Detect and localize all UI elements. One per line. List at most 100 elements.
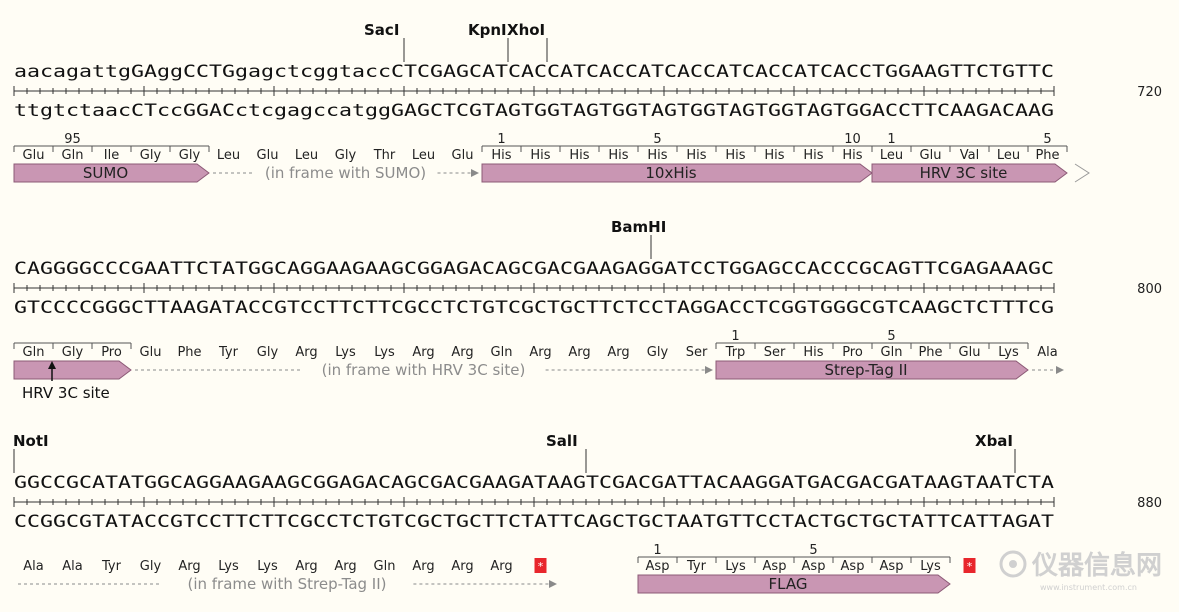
enzyme-label[interactable]: XhoI (507, 21, 545, 39)
amino-acid: Gln (62, 148, 84, 163)
amino-acid: Tyr (218, 345, 239, 360)
top-strand: GGCCGCATATGGCAGGAAGAAGCGGAGACAGCGACGAAGA… (14, 473, 1054, 493)
amino-acid: Leu (880, 148, 903, 163)
amino-acid: His (491, 148, 511, 163)
amino-acid: Arg (334, 559, 356, 574)
sequence-row: BamHI CAGGGGCCCGAATTCTATGGCAGGAAGAAGCGGAG… (13, 218, 1162, 402)
amino-acid: Gly (335, 148, 357, 163)
aa-number: 1 (653, 543, 661, 558)
amino-acid: Asp (841, 559, 865, 574)
stop-codon: * (538, 560, 544, 573)
stop-codon-icon (963, 558, 976, 573)
aa-number: 10 (844, 132, 861, 147)
amino-acid: Leu (295, 148, 318, 163)
feature-arrow[interactable]: SUMO (13, 163, 210, 183)
amino-acid: His (530, 148, 550, 163)
amino-acid: Lys (257, 559, 278, 574)
amino-acid: Asp (802, 559, 826, 574)
amino-acid: Arg (607, 345, 629, 360)
amino-acid: Val (960, 148, 979, 163)
amino-acid: Ile (104, 148, 119, 163)
feature-shape (715, 360, 1029, 380)
aa-number: 1 (887, 132, 895, 147)
amino-acid: Glu (23, 148, 45, 163)
feature-shape (481, 163, 873, 183)
position-number: 800 (1137, 282, 1162, 297)
watermark-url: www.instrument.com.cn (1040, 583, 1137, 592)
top-strand: aacagattgGAggCCTGgagctcggtaccCTCGAGCATCA… (14, 62, 1054, 82)
amino-acid: Lys (725, 559, 746, 574)
bottom-strand: GTCCCCGGGCTTAAGATACCGTCCTTCTTCGCCTCTGTCG… (14, 298, 1054, 318)
amino-acid: Leu (412, 148, 435, 163)
amino-acid: Arg (490, 559, 512, 574)
cleavage-label: HRV 3C site (22, 384, 110, 402)
amino-acid: His (764, 148, 784, 163)
enzyme-label[interactable]: XbaI (975, 432, 1013, 450)
amino-acid: Lys (218, 559, 239, 574)
watermark: 仪器信息网 www.instrument.com.cn (999, 550, 1162, 592)
amino-acid: Gly (140, 559, 162, 574)
aa-number: 5 (887, 329, 895, 344)
amino-acid: Ala (1037, 345, 1057, 360)
amino-acid: Ala (62, 559, 82, 574)
enzyme-label[interactable]: KpnI (468, 21, 507, 39)
watermark-text: 仪器信息网 (1031, 550, 1162, 581)
feature-arrow[interactable]: HRV 3C site (871, 163, 1090, 183)
sequence-row: NotI SalI XbaI GGCCGCATATGGCAGGAAGAAGCGGAGA… (13, 432, 1162, 594)
amino-acid: Tyr (686, 559, 707, 574)
amino-acid: Glu (920, 148, 942, 163)
amino-acid: His (842, 148, 862, 163)
feature-arrow[interactable]: FLAG (637, 574, 951, 594)
position-number: 720 (1137, 85, 1162, 100)
feature-shape (13, 360, 132, 380)
enzyme-label[interactable]: BamHI (611, 218, 666, 236)
amino-acid: Trp (725, 345, 746, 360)
feature-arrow[interactable] (13, 360, 132, 380)
amino-acid: His (647, 148, 667, 163)
aa-number: 5 (1043, 132, 1051, 147)
amino-acid: Thr (373, 148, 396, 163)
amino-acid: Arg (295, 559, 317, 574)
aa-number: 5 (809, 543, 817, 558)
enzyme-label[interactable]: SacI (364, 21, 399, 39)
amino-acid: His (608, 148, 628, 163)
amino-acid: Glu (452, 148, 474, 163)
aa-number: 95 (64, 132, 81, 147)
amino-acid: Gln (23, 345, 45, 360)
amino-acid: His (725, 148, 745, 163)
top-strand: CAGGGGCCCGAATTCTATGGCAGGAAGAAGCGGAGACAGC… (14, 259, 1054, 279)
amino-acid: His (803, 148, 823, 163)
amino-acid: Arg (295, 345, 317, 360)
amino-acid: Phe (1035, 148, 1059, 163)
feature-label: 10xHis (645, 164, 696, 182)
amino-acid: Ser (686, 345, 708, 360)
amino-acid: Pro (842, 345, 863, 360)
amino-acid: Gln (491, 345, 513, 360)
stop-codon: * (967, 560, 973, 573)
amino-acid: Asp (880, 559, 904, 574)
amino-acid: His (686, 148, 706, 163)
frame-label: (in frame with SUMO) (265, 164, 426, 182)
amino-acid: His (803, 345, 823, 360)
amino-acid: Arg (451, 559, 473, 574)
amino-acid: Ala (23, 559, 43, 574)
amino-acid: Asp (763, 559, 787, 574)
feature-label: SUMO (83, 164, 128, 182)
amino-acid: His (569, 148, 589, 163)
amino-acid: Arg (412, 345, 434, 360)
feature-arrow[interactable]: 10xHis (481, 163, 873, 183)
watermark-logo-icon (999, 550, 1027, 578)
amino-acid: Gly (647, 345, 669, 360)
amino-acid: Gln (881, 345, 903, 360)
amino-acid: Gly (257, 345, 279, 360)
amino-acid: Gln (374, 559, 396, 574)
feature-arrow[interactable]: Strep-Tag II (715, 360, 1029, 380)
amino-acid: Asp (646, 559, 670, 574)
feature-shape (13, 163, 210, 183)
position-number: 880 (1137, 496, 1162, 511)
feature-label: FLAG (769, 575, 808, 593)
enzyme-label[interactable]: SalI (546, 432, 578, 450)
feature-label: HRV 3C site (920, 164, 1008, 182)
amino-acid: Arg (412, 559, 434, 574)
enzyme-label[interactable]: NotI (13, 432, 49, 450)
